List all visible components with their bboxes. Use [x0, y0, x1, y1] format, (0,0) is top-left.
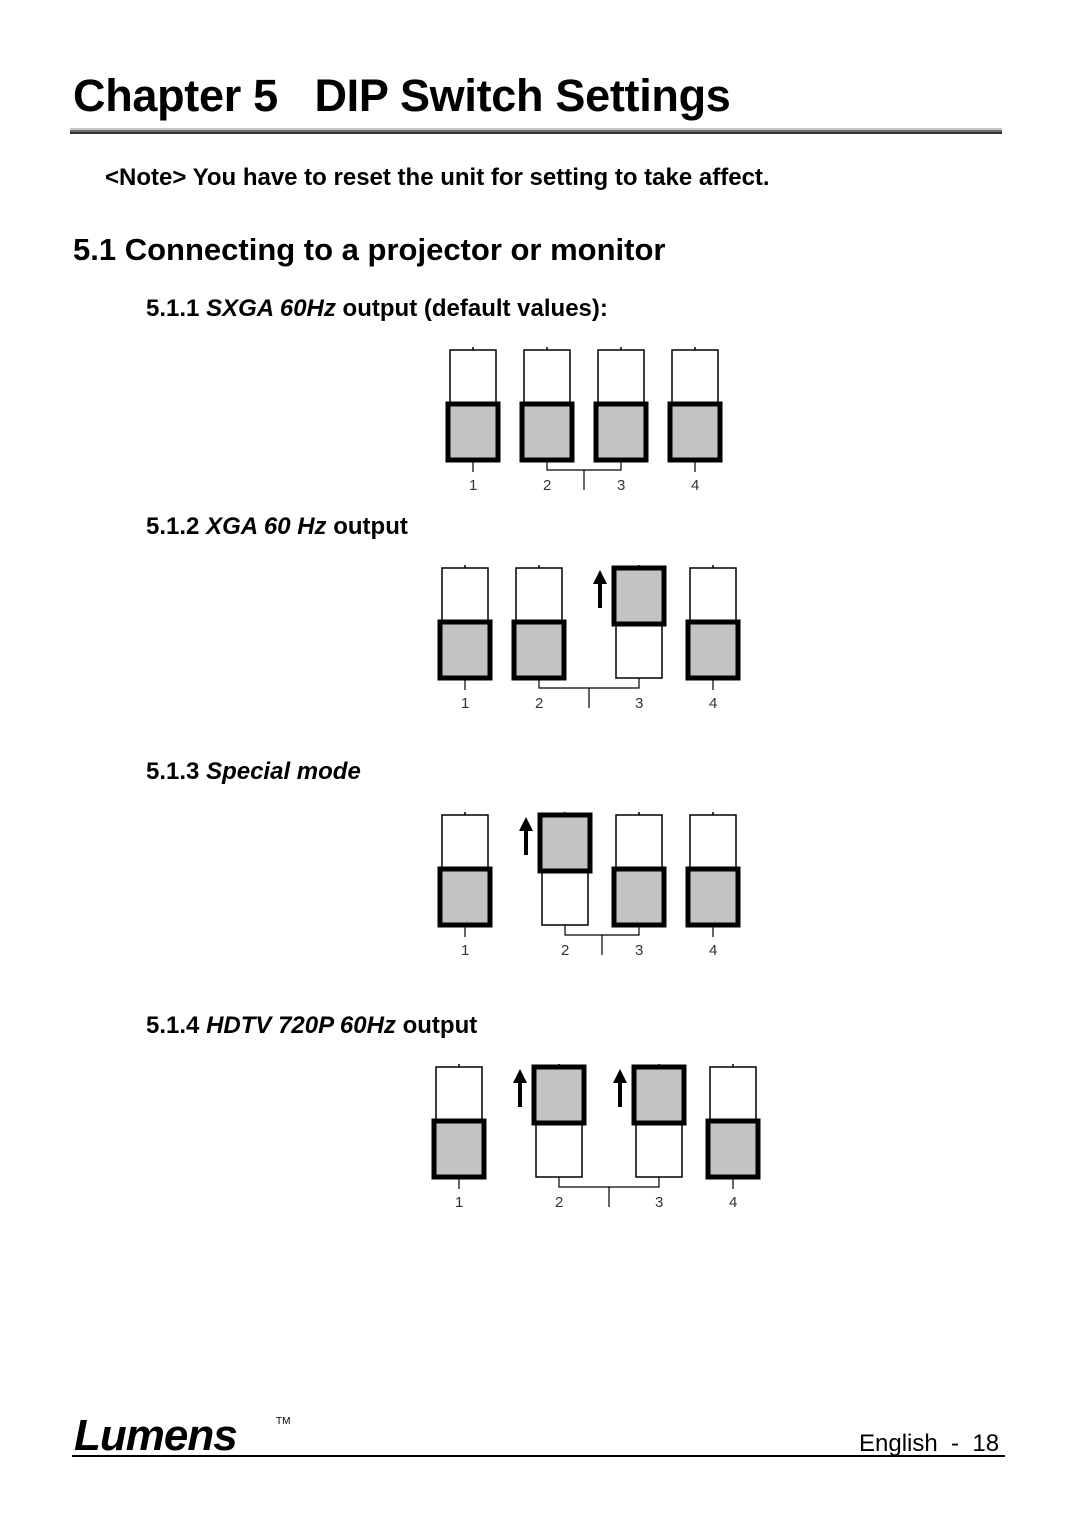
logo-text: Lumens — [74, 1411, 237, 1456]
switch-bracket — [558, 1177, 660, 1207]
subsection-mode: SXGA 60Hz — [206, 295, 336, 322]
subsection-number: 5.1.4 — [146, 1012, 200, 1039]
switch-knob-down — [705, 1118, 761, 1180]
switch-bracket — [564, 925, 640, 955]
switch-knob-down — [437, 619, 493, 681]
note-text: <Note> You have to reset the unit for se… — [105, 164, 770, 191]
switch-label: 2 — [555, 1194, 563, 1211]
dip-switch-1: 1 — [445, 347, 501, 494]
up-arrow-icon — [613, 1069, 627, 1107]
dip-switch-2: 2 — [537, 812, 593, 959]
switch-knob-down — [519, 401, 575, 463]
dip-switch-3: 3 — [593, 347, 649, 494]
subsection-heading-4: 5.1.4 HDTV 720P 60Hz output — [146, 1012, 477, 1040]
subsection-suffix: output — [395, 1012, 478, 1039]
switch-label: 2 — [561, 942, 569, 959]
switch-label: 4 — [709, 942, 717, 959]
trademark-mark: TM — [276, 1416, 290, 1427]
switch-label: 4 — [691, 477, 699, 494]
subsection-suffix: output (default values): — [335, 295, 608, 322]
switch-knob-down — [511, 619, 567, 681]
switch-knob-up — [611, 565, 667, 627]
title-rule — [70, 128, 1002, 134]
up-arrow-icon — [513, 1069, 527, 1107]
dip-switch-diagram-1: 1 2 3 4 — [445, 347, 723, 494]
switch-label: 1 — [461, 942, 469, 959]
switch-label: 2 — [543, 477, 551, 494]
dip-switch-2: 2 — [531, 1064, 587, 1211]
switch-label: 3 — [635, 942, 643, 959]
subsection-heading-2: 5.1.2 XGA 60 Hz output — [146, 513, 408, 541]
switch-knob-down — [667, 401, 723, 463]
dip-switch-3: 3 — [631, 1064, 687, 1211]
subsection-number: 5.1.1 — [146, 295, 200, 322]
footer-rule — [72, 1455, 1005, 1457]
switch-knob-up — [531, 1064, 587, 1126]
subsection-mode: HDTV 720P 60Hz — [206, 1012, 396, 1039]
switch-bracket — [538, 678, 640, 708]
switch-knob-down — [685, 619, 741, 681]
switch-label: 3 — [635, 695, 643, 712]
dip-switch-diagram-4: 1 2 3 4 — [431, 1064, 761, 1211]
subsection-heading-3: 5.1.3 Special mode — [146, 758, 361, 786]
page-label: English - 18 — [859, 1430, 1000, 1457]
dip-switch-2: 2 — [519, 347, 575, 494]
switch-knob-up — [537, 812, 593, 874]
switch-knob-down — [685, 866, 741, 928]
switch-knob-down — [445, 401, 501, 463]
switch-label: 3 — [617, 477, 625, 494]
up-arrow-icon — [593, 570, 607, 608]
dip-switch-1: 1 — [437, 565, 493, 712]
dip-switch-4: 4 — [705, 1064, 761, 1211]
switch-bracket — [546, 460, 622, 490]
dip-switch-3: 3 — [611, 565, 667, 712]
dip-switch-1: 1 — [437, 812, 493, 959]
subsection-mode: Special mode — [206, 758, 361, 785]
dip-switch-4: 4 — [685, 565, 741, 712]
up-arrow-icon — [519, 817, 533, 855]
switch-knob-down — [611, 866, 667, 928]
switch-knob-down — [437, 866, 493, 928]
dip-switch-2: 2 — [511, 565, 567, 712]
switch-knob-down — [431, 1118, 487, 1180]
lumens-logo: Lumens TM — [74, 1411, 290, 1456]
subsection-heading-1: 5.1.1 SXGA 60Hz output (default values): — [146, 295, 608, 323]
dip-switch-1: 1 — [431, 1064, 487, 1211]
switch-label: 1 — [455, 1194, 463, 1211]
switch-label: 4 — [709, 695, 717, 712]
subsection-mode: XGA 60 Hz — [206, 513, 327, 540]
dip-switch-3: 3 — [611, 812, 667, 959]
switch-knob-down — [593, 401, 649, 463]
subsection-suffix: output — [326, 513, 408, 540]
switch-knob-up — [631, 1064, 687, 1126]
dip-switch-4: 4 — [685, 812, 741, 959]
subsection-number: 5.1.3 — [146, 758, 200, 785]
dip-switch-diagram-3: 1 2 3 4 — [437, 812, 741, 959]
switch-label: 2 — [535, 695, 543, 712]
section-title: 5.1 Connecting to a projector or monitor — [73, 232, 666, 267]
switch-label: 4 — [729, 1194, 737, 1211]
switch-label: 1 — [469, 477, 477, 494]
dip-switch-diagram-2: 1 2 3 4 — [437, 565, 741, 712]
subsection-number: 5.1.2 — [146, 513, 200, 540]
chapter-title: Chapter 5 DIP Switch Settings — [73, 70, 731, 121]
switch-label: 1 — [461, 695, 469, 712]
dip-switch-4: 4 — [667, 347, 723, 494]
switch-label: 3 — [655, 1194, 663, 1211]
